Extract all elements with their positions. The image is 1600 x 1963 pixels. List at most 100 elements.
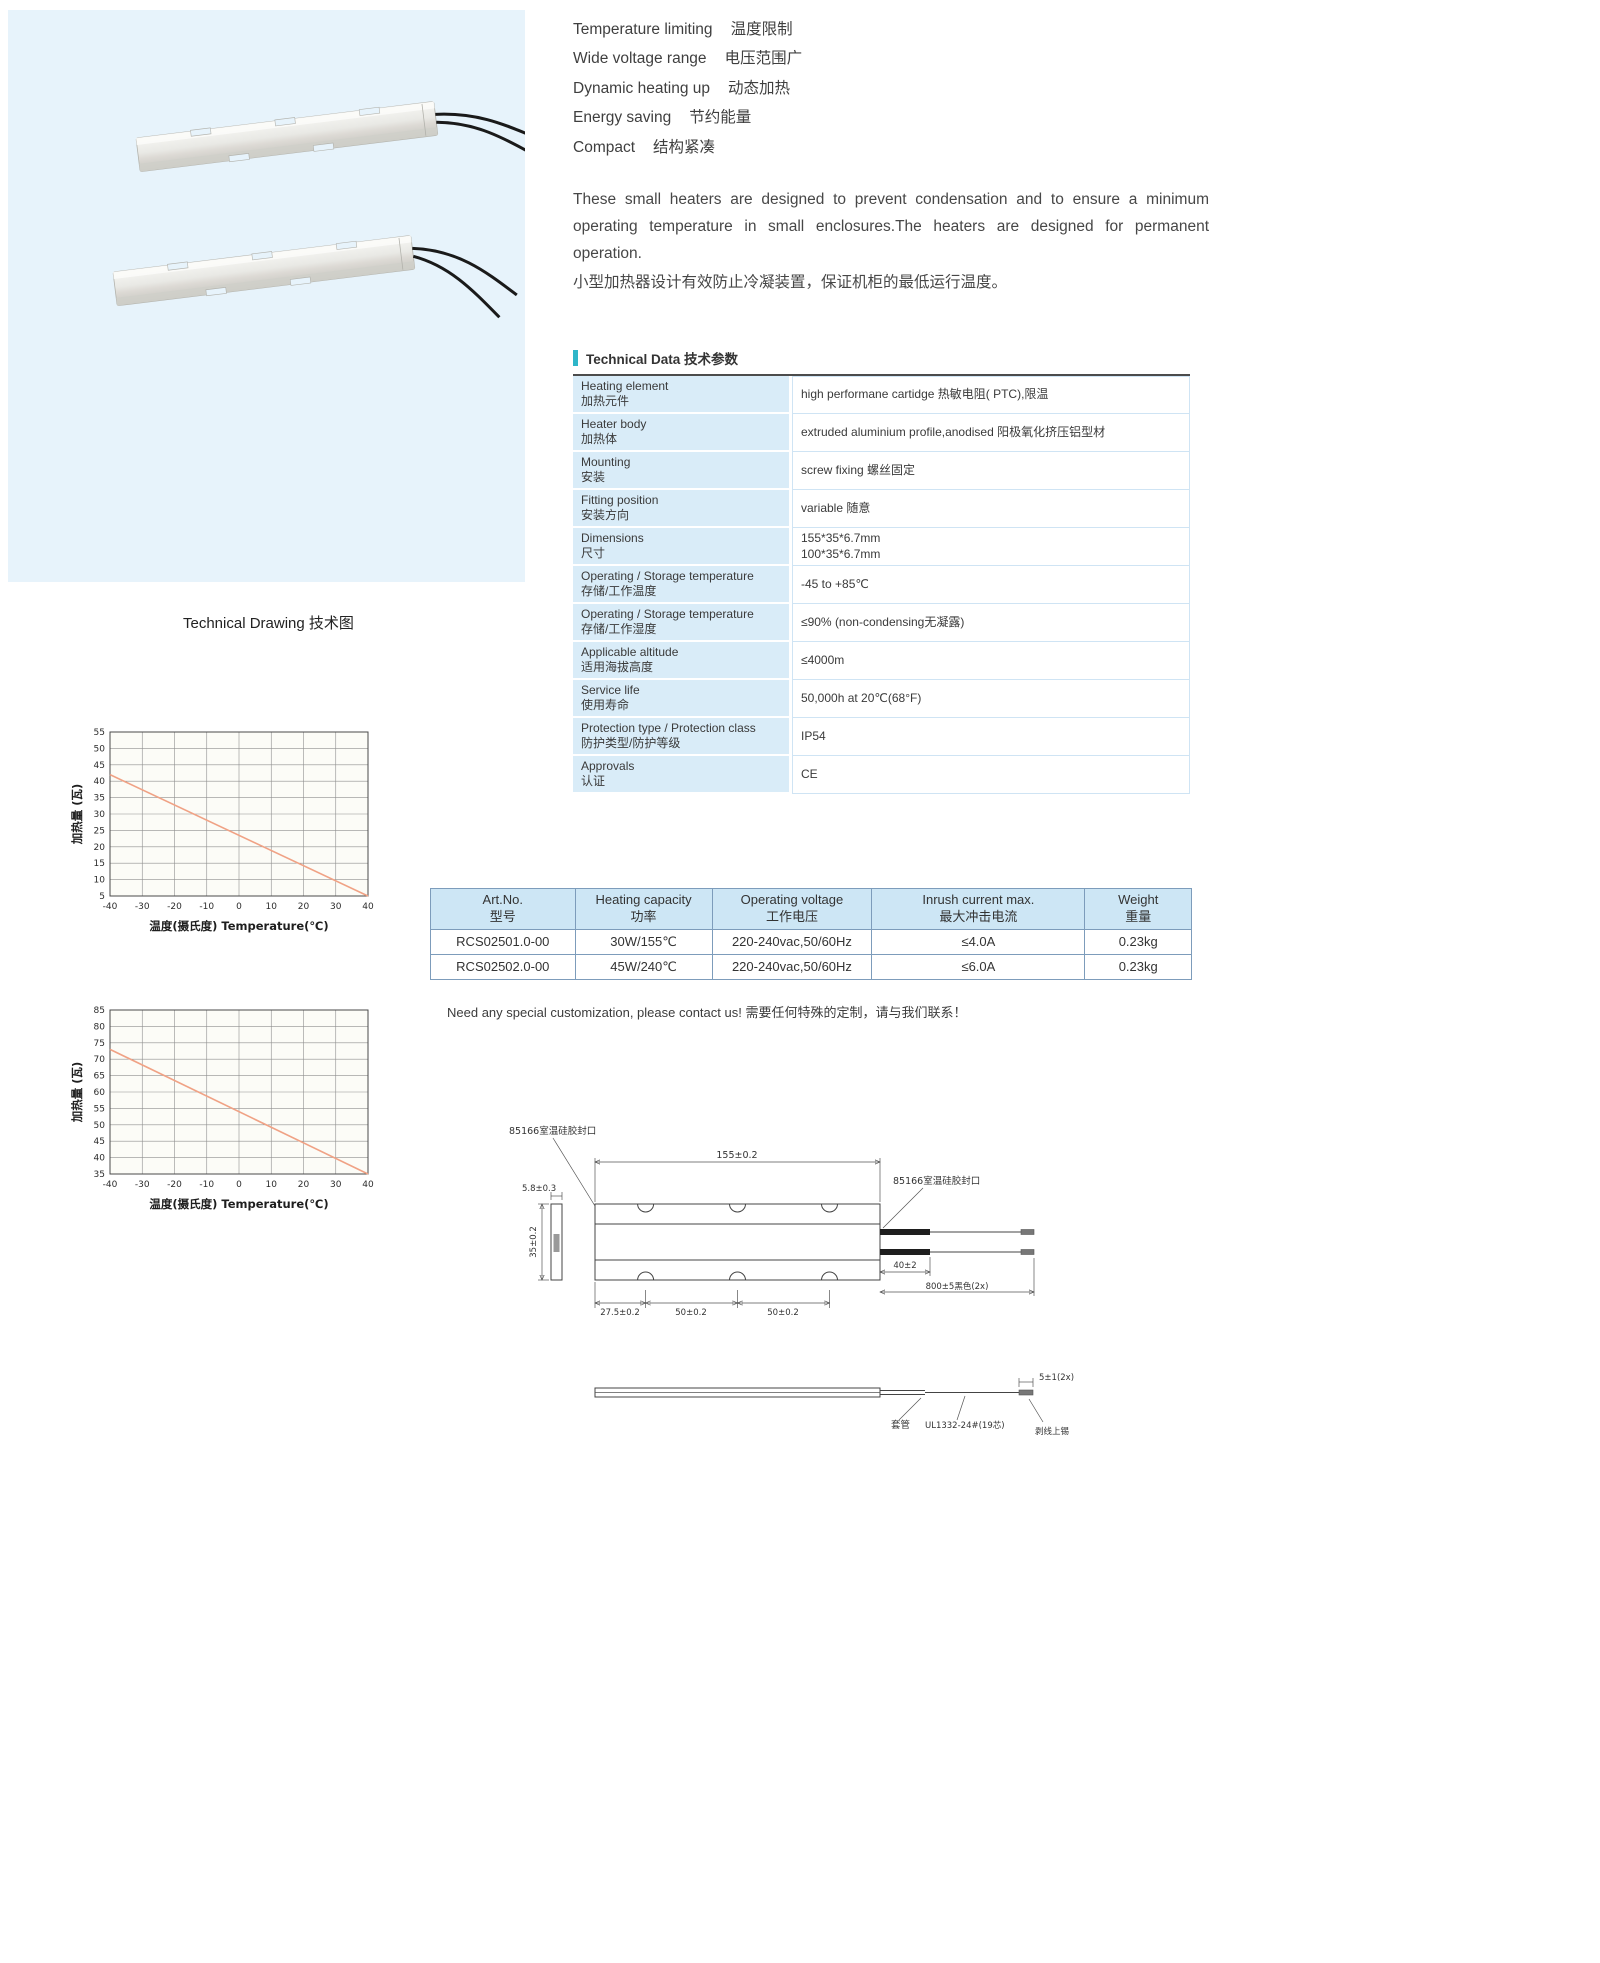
svg-text:85: 85 bbox=[94, 1006, 105, 1016]
svg-text:温度(摄氏度) Temperature(℃): 温度(摄氏度) Temperature(℃) bbox=[149, 1197, 328, 1211]
cell-operating-voltage: 220-240vac,50/60Hz bbox=[711, 953, 873, 980]
svg-text:5: 5 bbox=[99, 892, 105, 902]
table-row: RCS02501.0-00 30W/155℃ 220-240vac,50/60H… bbox=[430, 928, 1192, 955]
tech-label-zh: 存储/工作湿度 bbox=[581, 622, 657, 637]
dim-800-label: 800±5黑色(2x) bbox=[926, 1281, 989, 1292]
tech-label-en: Mounting bbox=[581, 455, 631, 469]
wire-tip bbox=[1018, 1389, 1034, 1396]
svg-text:-30: -30 bbox=[135, 1180, 150, 1190]
column-gap bbox=[789, 452, 792, 490]
tech-label-zh: 尺寸 bbox=[581, 546, 606, 561]
dim-58-label: 5.8±0.3 bbox=[522, 1184, 556, 1194]
cell-inrush-current: ≤4.0A bbox=[871, 928, 1086, 955]
tech-value: high performane cartidge 热敏电阻( PTC),限温 bbox=[792, 376, 1190, 414]
dimension-drawing: 85166室温硅胶封口 85166室温硅胶封口 155±0.2 bbox=[509, 1125, 1074, 1437]
cell-artno: RCS02502.0-00 bbox=[430, 953, 576, 980]
leader-line bbox=[552, 1137, 596, 1207]
side-view-outline bbox=[550, 1203, 563, 1281]
tech-label-en: Heating element bbox=[581, 379, 669, 393]
svg-text:30: 30 bbox=[94, 810, 106, 820]
heater-body-outline bbox=[594, 1203, 881, 1281]
cell-weight: 0.23kg bbox=[1084, 953, 1192, 980]
dim-35-label: 35±0.2 bbox=[529, 1226, 539, 1257]
svg-text:60: 60 bbox=[94, 1088, 106, 1098]
svg-text:40: 40 bbox=[94, 1154, 106, 1164]
svg-text:加热量 (瓦): 加热量 (瓦) bbox=[70, 1062, 84, 1124]
svg-text:10: 10 bbox=[266, 1180, 278, 1190]
tech-label-zh: 防护类型/防护等级 bbox=[581, 736, 681, 751]
strip-tin-label: 剥线上锡 bbox=[1035, 1426, 1070, 1437]
cell-inrush-current: ≤6.0A bbox=[871, 953, 1086, 980]
feature-en: Energy saving bbox=[573, 109, 672, 127]
tech-label-en: Service life bbox=[581, 683, 640, 698]
feature-zh: 温度限制 bbox=[730, 21, 793, 38]
tech-label-en: Operating / Storage temperature bbox=[581, 607, 754, 622]
svg-text:0: 0 bbox=[236, 1180, 242, 1190]
svg-text:-40: -40 bbox=[103, 902, 118, 912]
tech-value: screw fixing 螺丝固定 bbox=[792, 452, 1190, 490]
column-gap bbox=[789, 376, 792, 414]
mounting-notch bbox=[637, 1203, 655, 1213]
tech-label-zh: 加热元件 bbox=[581, 394, 630, 408]
svg-text:35: 35 bbox=[94, 1170, 105, 1180]
dim-40-label: 40±2 bbox=[893, 1261, 916, 1271]
svg-text:20: 20 bbox=[298, 1180, 310, 1190]
column-gap bbox=[789, 490, 792, 528]
svg-text:50: 50 bbox=[94, 1121, 106, 1131]
column-gap bbox=[789, 528, 792, 567]
accent-bar bbox=[573, 350, 578, 366]
mounting-notch bbox=[821, 1203, 838, 1213]
cell-weight: 0.23kg bbox=[1084, 928, 1192, 955]
tech-value: 50,000h at 20℃(68°F) bbox=[792, 680, 1190, 719]
description-english: These small heaters are designed to prev… bbox=[573, 191, 1209, 263]
column-gap bbox=[789, 642, 792, 681]
heater-product-image bbox=[112, 101, 533, 319]
svg-text:70: 70 bbox=[94, 1055, 106, 1065]
feature-item: Temperature limiting 温度限制 bbox=[573, 20, 802, 39]
dim-155-label: 155±0.2 bbox=[716, 1150, 757, 1161]
column-gap bbox=[789, 756, 792, 795]
tech-label-en: Dimensions bbox=[581, 531, 644, 546]
svg-text:-40: -40 bbox=[103, 1180, 118, 1190]
feature-zh: 电压范围广 bbox=[724, 50, 803, 68]
svg-text:40: 40 bbox=[362, 1180, 374, 1190]
tech-label-zh: 认证 bbox=[581, 774, 606, 789]
side-view-core bbox=[553, 1234, 560, 1252]
column-gap bbox=[789, 604, 792, 643]
svg-text:15: 15 bbox=[94, 859, 105, 869]
svg-text:45: 45 bbox=[94, 761, 105, 771]
tech-value: ≤90% (non-condensing无凝露) bbox=[792, 604, 1190, 643]
feature-zh: 动态加热 bbox=[728, 79, 791, 97]
svg-text:30: 30 bbox=[330, 902, 342, 912]
svg-text:50: 50 bbox=[94, 744, 106, 754]
tech-label-en: Heater body bbox=[581, 417, 647, 431]
wire-sleeve bbox=[880, 1229, 930, 1235]
feature-en: Temperature limiting bbox=[573, 21, 713, 38]
technical-data-header: Technical Data 技术参数 bbox=[573, 348, 1190, 376]
svg-text:55: 55 bbox=[94, 1104, 105, 1114]
tech-label-en: Approvals bbox=[581, 759, 635, 774]
tech-label-zh: 安装 bbox=[581, 470, 606, 484]
feature-en: Dynamic heating up bbox=[573, 79, 710, 97]
